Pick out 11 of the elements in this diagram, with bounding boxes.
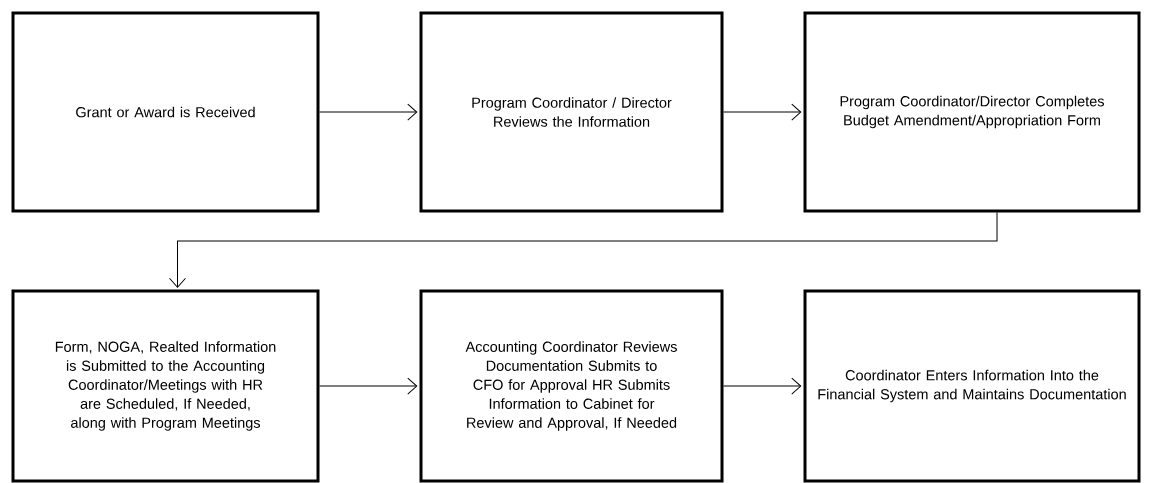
- process-box: Program Coordinator/Director Completes Budget Amendment/Appropriation Form: [803, 11, 1141, 213]
- arrow: [723, 377, 802, 395]
- process-box: Accounting Coordinator Reviews Documentation Submits to CFO for Approval HR Submits Information to Cabinet for Review and Approval, If Needed: [419, 289, 724, 483]
- process-box: Program Coordinator / Director Reviews the Information: [419, 11, 724, 213]
- arrow: [169, 212, 998, 288]
- process-box: Form, NOGA, Realted Information is Submitted to the Accounting Coordinator/Meetings with HR are Scheduled, If Needed, along with Program Meetings: [11, 289, 320, 483]
- process-box: Grant or Award is Received: [11, 11, 320, 213]
- arrow: [723, 103, 802, 121]
- arrow: [319, 377, 418, 395]
- arrow: [319, 103, 418, 121]
- process-box: Coordinator Enters Information Into the Financial System and Maintains Documentation: [803, 289, 1141, 483]
